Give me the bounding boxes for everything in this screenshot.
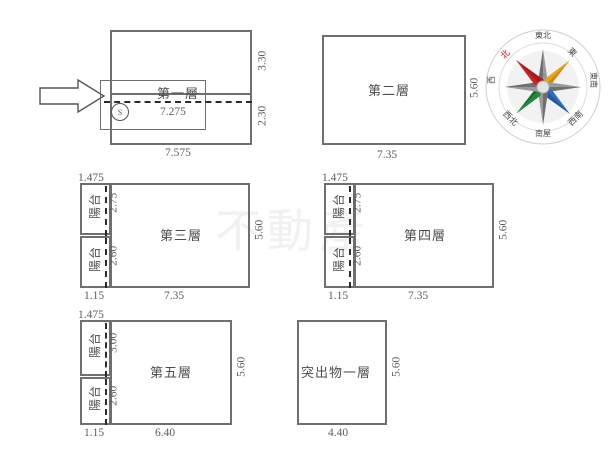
floor-5-balcony-upper bbox=[80, 320, 111, 376]
floor-3-balcony-lower bbox=[80, 236, 111, 288]
floor-4-bottom-dimension-right: 7.35 bbox=[408, 290, 429, 302]
floor-4-room-outline bbox=[354, 183, 494, 288]
floor-5-bottom-dimension-left: 1.15 bbox=[84, 427, 105, 439]
compass-rose: 東北 北 東 東南 南屋 西南 西 西北 bbox=[484, 28, 602, 146]
floor-3-balcony-upper-dimension: 2.75 bbox=[107, 192, 120, 213]
floor-5-top-dimension: 1.475 bbox=[78, 309, 104, 321]
floor-4-balcony-upper-dimension: 2.75 bbox=[351, 192, 364, 213]
floor-2-right-dimension: 5.60 bbox=[468, 77, 481, 98]
floor-1-lower-block bbox=[110, 93, 252, 145]
floor-4-balcony-upper-label: 陽台 bbox=[332, 193, 346, 220]
floor-5-balcony-lower-dashed bbox=[105, 379, 107, 425]
floor-5-balcony-upper-dimension: 3.00 bbox=[107, 332, 120, 353]
floor-3-balcony-lower-dashed bbox=[105, 238, 107, 288]
floor-3-top-dimension: 1.475 bbox=[78, 172, 104, 184]
floor-4-balcony-lower bbox=[324, 236, 355, 288]
floor-5-balcony-lower-dimension: 2.60 bbox=[107, 385, 120, 406]
floor-5-room-outline bbox=[110, 320, 232, 425]
floor-1-right-dimension-bottom: 2.30 bbox=[256, 105, 269, 126]
floor-4-label: 第四層 bbox=[404, 228, 447, 243]
floor-5-right-dimension: 5.60 bbox=[235, 356, 248, 377]
floor-3-label: 第三層 bbox=[160, 228, 203, 243]
floor-3-balcony-lower-label: 陽台 bbox=[88, 246, 102, 273]
compass-label-se: 東南 bbox=[589, 72, 598, 88]
floor-5-balcony-upper-dashed bbox=[105, 323, 107, 377]
floor-1-right-dimension-top: 3.30 bbox=[256, 50, 269, 71]
floor-1-bottom-dimension: 7.575 bbox=[165, 147, 191, 159]
floor-5-balcony-lower bbox=[80, 377, 111, 425]
floor-1-stair-marker: S bbox=[111, 103, 129, 121]
floor-3-bottom-dimension-left: 1.15 bbox=[84, 290, 105, 302]
compass-label-w: 西 bbox=[487, 76, 496, 84]
floor-2-outline bbox=[322, 35, 466, 145]
floor-3-room-outline bbox=[110, 183, 250, 288]
protrusion-1-outline bbox=[297, 320, 387, 425]
protrusion-1-bottom-dimension: 4.40 bbox=[328, 427, 349, 439]
protrusion-1-right-dimension: 5.60 bbox=[390, 356, 403, 377]
watermark-text: 不動產 bbox=[215, 206, 371, 257]
floor-5-bottom-dimension-right: 6.40 bbox=[155, 427, 176, 439]
floor-3-balcony-upper-dashed bbox=[105, 186, 107, 236]
floor-5-balcony-upper-label: 陽台 bbox=[88, 332, 102, 359]
floor-2-bottom-dimension: 7.35 bbox=[377, 149, 398, 161]
floor-4-balcony-lower-label: 陽台 bbox=[332, 246, 346, 273]
compass-label-s: 南屋 bbox=[535, 129, 551, 138]
floor-3-right-dimension: 5.60 bbox=[253, 219, 266, 240]
floor-5-label: 第五層 bbox=[150, 365, 193, 380]
floor-1-label: 第一層 bbox=[157, 86, 200, 101]
floor-1-division-dashed-line bbox=[104, 101, 252, 103]
floor-4-balcony-lower-dashed bbox=[349, 238, 351, 288]
floor-5-balcony-lower-label: 陽台 bbox=[88, 385, 102, 412]
floor-3-balcony-upper bbox=[80, 183, 111, 235]
compass-label-ne: 東北 bbox=[535, 31, 551, 40]
protrusion-1-label: 突出物一層 bbox=[301, 365, 372, 380]
floor-4-balcony-lower-dimension: 2.60 bbox=[351, 245, 364, 266]
floor-4-right-dimension: 5.60 bbox=[497, 219, 510, 240]
floor-4-bottom-dimension-left: 1.15 bbox=[328, 290, 349, 302]
floor-4-balcony-upper-dashed bbox=[349, 186, 351, 236]
floor-1-inner-dimension: 7.275 bbox=[160, 106, 186, 118]
floor-3-balcony-lower-dimension: 2.60 bbox=[107, 245, 120, 266]
floor-4-top-dimension: 1.475 bbox=[322, 172, 348, 184]
entrance-direction-arrow bbox=[38, 78, 106, 114]
floor-3-bottom-dimension-right: 7.35 bbox=[164, 290, 185, 302]
floor-2-label: 第二層 bbox=[368, 83, 411, 98]
floor-1-unit-outline bbox=[100, 80, 206, 130]
floor-4-balcony-upper bbox=[324, 183, 355, 235]
floor-3-balcony-upper-label: 陽台 bbox=[88, 193, 102, 220]
